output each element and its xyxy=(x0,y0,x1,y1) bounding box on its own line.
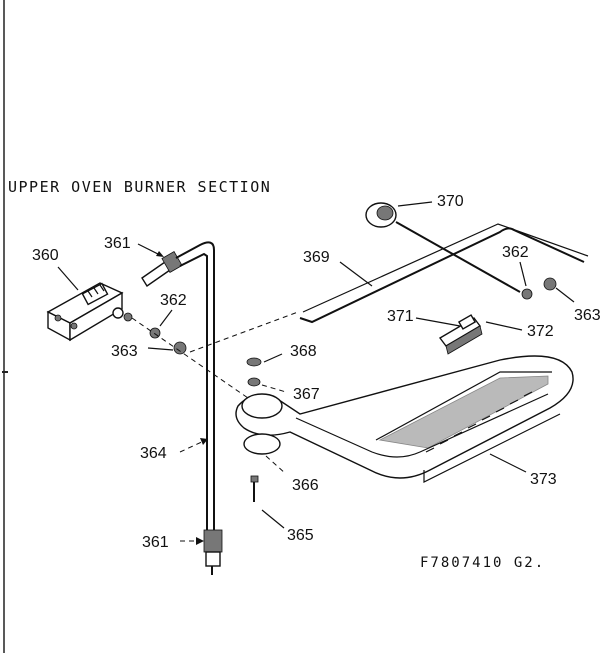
assembly-line-tube xyxy=(189,311,299,353)
label-368: 368 xyxy=(290,343,317,360)
label-363-right: 363 xyxy=(574,307,601,324)
assembly-line-valve xyxy=(131,317,249,399)
label-362-right: 362 xyxy=(502,244,529,261)
label-371: 371 xyxy=(387,308,414,325)
part-363-nut-left xyxy=(173,341,187,355)
part-367-washer xyxy=(247,377,261,387)
leader-363-left xyxy=(147,347,174,351)
leader-368 xyxy=(263,353,283,363)
leader-369 xyxy=(339,261,373,287)
label-369: 369 xyxy=(303,249,330,266)
label-362-left: 362 xyxy=(160,292,187,309)
label-365: 365 xyxy=(287,527,314,544)
label-363-left: 363 xyxy=(111,343,138,360)
diagram-title: UPPER OVEN BURNER SECTION xyxy=(8,178,271,196)
leader-373 xyxy=(489,453,527,473)
label-367: 367 xyxy=(293,386,320,403)
part-360-valve xyxy=(46,282,133,342)
part-369-capillary xyxy=(299,227,585,324)
label-361-top: 361 xyxy=(104,235,131,252)
part-364-gas-tube xyxy=(175,241,215,540)
drawing-code: F7807410 G2. xyxy=(420,555,545,571)
part-363-nut-right xyxy=(543,277,557,291)
part-369-capillary-outer xyxy=(302,223,589,313)
leader-371 xyxy=(415,317,461,327)
part-368-washer xyxy=(246,357,262,367)
part-364-gas-tube-inner xyxy=(179,252,208,540)
part-371-372-bracket xyxy=(438,314,483,355)
label-361-bottom: 361 xyxy=(142,534,169,551)
leader-360 xyxy=(57,266,79,291)
leader-372 xyxy=(485,321,523,331)
leader-362-right xyxy=(519,261,527,287)
label-364: 364 xyxy=(140,445,167,462)
leader-370 xyxy=(397,201,433,207)
label-373: 373 xyxy=(530,471,557,488)
label-366: 366 xyxy=(292,477,319,494)
leader-363-right xyxy=(555,287,575,303)
label-360: 360 xyxy=(32,247,59,264)
label-370: 370 xyxy=(437,193,464,210)
part-362-orifice-right xyxy=(521,288,533,300)
part-365-screw xyxy=(250,475,259,502)
part-362-orifice-left xyxy=(149,327,161,339)
leader-367 xyxy=(261,384,287,393)
leader-365 xyxy=(261,509,285,529)
part-370-pilot xyxy=(365,202,521,293)
label-372: 372 xyxy=(527,323,554,340)
leader-364 xyxy=(179,439,207,453)
leader-362-left xyxy=(159,309,173,327)
part-361-fitting-bottom xyxy=(203,529,223,575)
part-373-burner xyxy=(235,355,574,483)
leader-366 xyxy=(265,455,287,475)
